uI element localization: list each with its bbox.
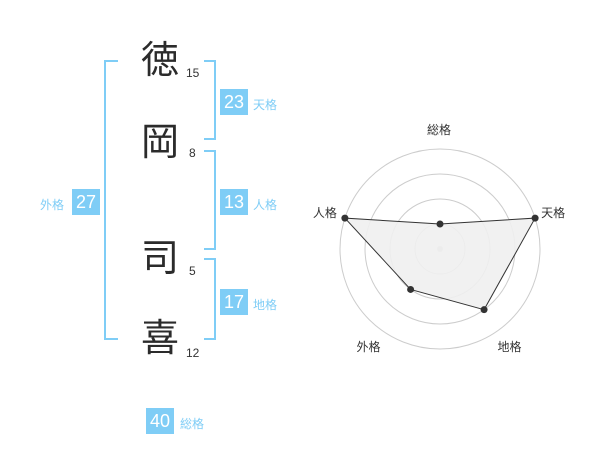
chikaku-bracket-line (214, 258, 216, 340)
radar-point-4 (407, 285, 415, 293)
gaikaku-label: 外格 (40, 198, 65, 212)
soukaku-value: 40 (146, 408, 174, 434)
tenkaku-bracket-line (214, 60, 216, 140)
radar-point-5 (341, 214, 349, 222)
jinkaku-value: 13 (220, 189, 248, 215)
radar-point-1 (436, 220, 444, 228)
jinkaku-label: 人格 (253, 198, 278, 212)
name-char-1: 徳 (140, 38, 179, 82)
name-char-2: 岡 (140, 120, 179, 164)
chikaku-label: 地格 (253, 298, 278, 312)
radar-axis-label-3: 地格 (497, 340, 522, 355)
stroke-count-3: 5 (189, 264, 196, 278)
jinkaku-bracket-line (214, 150, 216, 250)
chikaku-bracket-bottom (204, 338, 216, 340)
stroke-count-4: 12 (186, 346, 200, 360)
outer-bracket-line (104, 60, 106, 340)
outer-bracket-bottom (104, 338, 118, 340)
radar-point-2 (531, 214, 539, 222)
radar-point-3 (480, 306, 488, 314)
soukaku-label: 総格 (180, 417, 205, 431)
tenkaku-value: 23 (220, 89, 248, 115)
radar-axis-label-5: 人格 (312, 205, 337, 220)
tenkaku-bracket-top (204, 60, 216, 62)
chikaku-bracket-top (204, 258, 216, 260)
jinkaku-bracket-bottom (204, 248, 216, 250)
stroke-count-2: 8 (189, 146, 196, 160)
name-char-3: 司 (140, 236, 179, 280)
chikaku-value: 17 (220, 289, 248, 315)
stroke-count-1: 15 (186, 66, 200, 80)
tenkaku-label: 天格 (253, 98, 278, 112)
radar-axis-label-4: 外格 (356, 340, 381, 355)
tenkaku-bracket-bottom (204, 138, 216, 140)
radar-axis-label-2: 天格 (541, 205, 566, 220)
outer-bracket-top (104, 60, 118, 62)
radar-series-polygon (343, 217, 536, 311)
name-char-4: 喜 (140, 316, 179, 360)
radar-axis-label-1: 総格 (427, 123, 452, 137)
gaikaku-value: 27 (72, 189, 100, 215)
radar-ring (339, 148, 541, 350)
jinkaku-bracket-top (204, 150, 216, 152)
